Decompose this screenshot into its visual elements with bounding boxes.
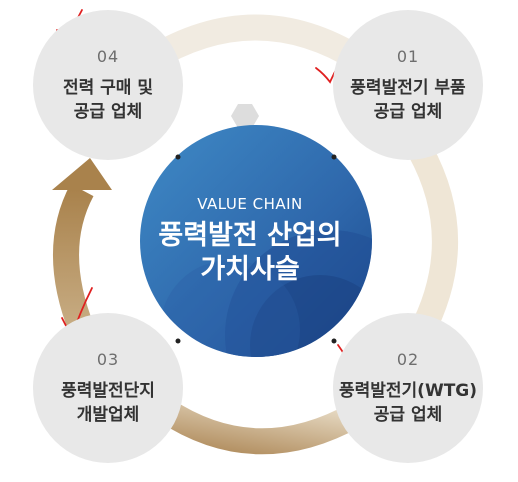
- ring-segment-right: [408, 143, 458, 342]
- center-title-line: 풍력발전 산업의: [158, 220, 342, 251]
- step-number: 02: [396, 349, 420, 369]
- step-node-03: 03 풍력발전단지 개발업체: [33, 313, 183, 463]
- step-label-line: 전력 구매 및: [62, 77, 154, 98]
- step-label-line: 공급 업체: [373, 404, 443, 425]
- step-label: 전력 구매 및 공급 업체: [63, 76, 153, 124]
- step-number: 03: [96, 349, 120, 369]
- step-node-01: 01 풍력발전기 부품 공급 업체: [333, 10, 483, 160]
- step-label-line: 공급 업체: [73, 101, 143, 122]
- connector-dot: [331, 154, 337, 160]
- step-label-line: 풍력발전기(WTG): [338, 380, 478, 401]
- ring-segment-left: [53, 183, 95, 335]
- step-node-04: 04 전력 구매 및 공급 업체: [33, 10, 183, 160]
- ring-segment-top: [143, 14, 367, 72]
- step-label: 풍력발전단지 개발업체: [61, 379, 155, 427]
- step-label-line: 공급 업체: [373, 101, 443, 122]
- center-label: VALUE CHAIN 풍력발전 산업의 가치사슬: [130, 195, 370, 287]
- hexagon-decoration-icon: [231, 104, 259, 128]
- step-label-line: 풍력발전단지: [61, 380, 155, 401]
- connector-dot: [175, 338, 181, 344]
- step-label: 풍력발전기(WTG) 공급 업체: [339, 379, 477, 427]
- step-label-line: 개발업체: [76, 404, 140, 425]
- center-subtitle: VALUE CHAIN: [197, 195, 303, 213]
- step-label: 풍력발전기 부품 공급 업체: [350, 76, 465, 124]
- center-title: 풍력발전 산업의 가치사슬: [130, 219, 370, 287]
- step-number: 04: [96, 46, 120, 66]
- step-node-02: 02 풍력발전기(WTG) 공급 업체: [333, 313, 483, 463]
- step-number: 01: [396, 46, 420, 66]
- ring-segment-bottom: [157, 399, 362, 455]
- center-title-line: 가치사슬: [200, 254, 300, 285]
- step-label-line: 풍력발전기 부품: [350, 77, 466, 98]
- connector-dot: [331, 338, 337, 344]
- connector-dot: [175, 154, 181, 160]
- arrow-head-icon: [52, 158, 112, 190]
